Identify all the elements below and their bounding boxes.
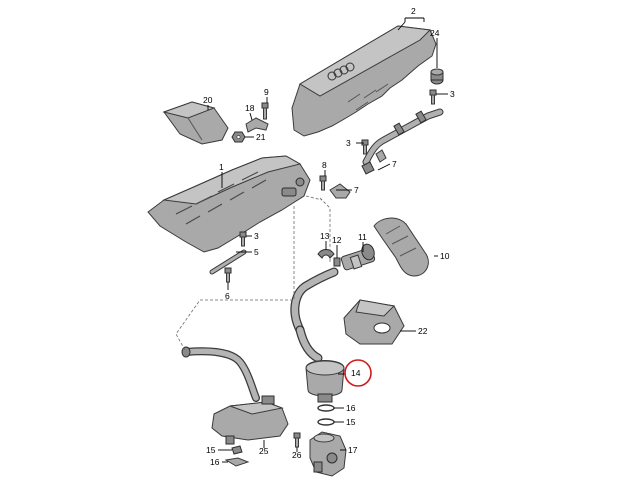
bolt-part-8[interactable] <box>319 175 327 191</box>
callout-9: 9 <box>264 87 269 97</box>
callout-17: 17 <box>348 445 358 455</box>
callout-15-right: 15 <box>346 417 356 427</box>
highlight-ring <box>344 359 372 387</box>
bracket-clip-part[interactable] <box>245 117 269 133</box>
callout-16-left: 16 <box>210 457 220 467</box>
callout-10: 10 <box>440 251 450 261</box>
callout-14: 14 <box>351 368 361 378</box>
seal-ring-part-15[interactable] <box>317 418 335 426</box>
bolt-part-6[interactable] <box>224 267 232 283</box>
bolt-part-right[interactable] <box>429 89 437 105</box>
oil-separator-assembly-part[interactable] <box>181 346 289 445</box>
cover-plate-part[interactable] <box>162 101 229 145</box>
valve-housing-part[interactable] <box>309 431 347 477</box>
intake-hose-part[interactable] <box>373 217 429 277</box>
callout-13: 13 <box>320 231 330 241</box>
callout-22: 22 <box>418 326 428 336</box>
pcv-valve-part[interactable] <box>340 243 377 271</box>
callout-18: 18 <box>245 103 255 113</box>
rubber-grommet-part[interactable] <box>430 68 444 85</box>
coolant-pipe-part[interactable] <box>362 108 444 166</box>
small-seal-part-15[interactable] <box>231 445 243 455</box>
callout-7: 7 <box>354 185 359 195</box>
callout-3-middle: 3 <box>346 138 351 148</box>
callout-1: 1 <box>219 162 224 172</box>
assembly-guide-lines <box>175 195 331 353</box>
callout-labels: 2 24 3 9 18 20 21 3 7 1 8 7 13 12 11 10 … <box>203 6 455 467</box>
callout-24: 24 <box>430 28 440 38</box>
bolt-part-middle[interactable] <box>361 139 369 155</box>
callout-3-lower: 3 <box>254 231 259 241</box>
callout-7-top: 7 <box>392 159 397 169</box>
bolt-part-26[interactable] <box>293 432 301 448</box>
cylinder-head-cover-part[interactable] <box>147 155 311 253</box>
engine-cover-part[interactable] <box>291 25 437 137</box>
callout-8: 8 <box>322 160 327 170</box>
callout-25: 25 <box>259 446 269 456</box>
callout-12: 12 <box>332 235 342 245</box>
pipe-clip-part[interactable] <box>361 161 375 175</box>
hose-clip-part[interactable] <box>317 249 335 259</box>
leader-lines <box>207 17 448 463</box>
breather-hose-part[interactable] <box>290 267 339 363</box>
callout-2: 2 <box>411 6 416 16</box>
callout-21: 21 <box>256 132 266 142</box>
small-seal-part-16[interactable] <box>224 457 250 467</box>
audi-rings-logo <box>327 62 355 81</box>
bracket-rod-part[interactable] <box>209 249 247 275</box>
callout-20: 20 <box>203 95 213 105</box>
callout-15-left: 15 <box>206 445 216 455</box>
callout-3-right: 3 <box>450 89 455 99</box>
bolt-part-top[interactable] <box>261 102 269 120</box>
callout-16-right: 16 <box>346 403 356 413</box>
bolt-part-lower[interactable] <box>239 231 247 247</box>
callout-26: 26 <box>292 450 302 460</box>
oil-separator-part[interactable] <box>305 360 345 403</box>
seal-ring-part-16[interactable] <box>317 404 335 412</box>
heat-shield-part[interactable] <box>343 299 405 345</box>
callout-5: 5 <box>254 247 259 257</box>
nut-part[interactable] <box>231 131 246 143</box>
callout-11: 11 <box>358 232 367 242</box>
callout-6: 6 <box>225 291 230 301</box>
clamp-bracket-part[interactable] <box>329 183 351 199</box>
small-clip-part[interactable] <box>333 257 341 267</box>
